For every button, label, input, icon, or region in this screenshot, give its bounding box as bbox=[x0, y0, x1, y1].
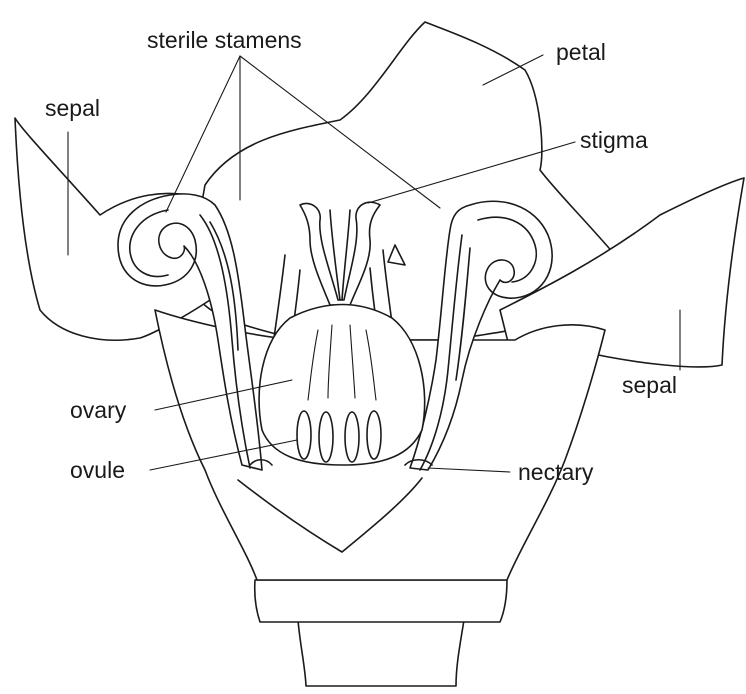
flower-stalk bbox=[255, 580, 507, 686]
label-stigma: stigma bbox=[580, 127, 648, 153]
label-sepal-left: sepal bbox=[45, 95, 100, 121]
label-sepal-right: sepal bbox=[622, 372, 677, 398]
label-ovary: ovary bbox=[70, 397, 127, 423]
ovary bbox=[259, 305, 425, 466]
label-nectary: nectary bbox=[518, 459, 594, 485]
label-petal: petal bbox=[556, 39, 606, 65]
label-ovule: ovule bbox=[70, 457, 125, 483]
label-sterile-stamens: sterile stamens bbox=[147, 27, 302, 53]
